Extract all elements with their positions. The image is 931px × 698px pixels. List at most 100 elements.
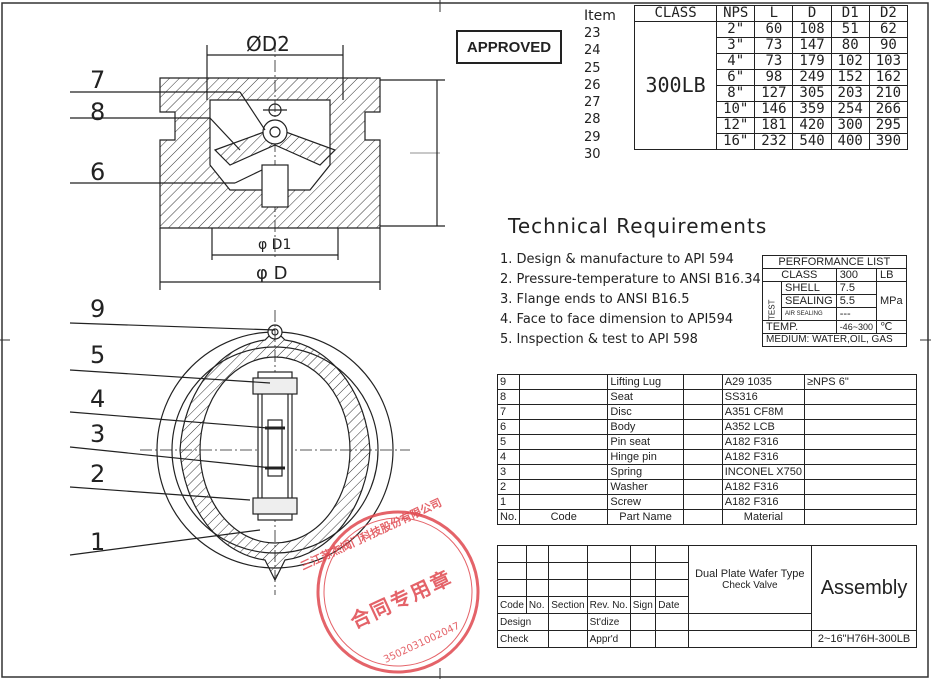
dim-cell: 108	[792, 21, 832, 38]
parts-cell: Washer	[607, 479, 684, 495]
perf-temp-value: -46~300	[835, 320, 877, 334]
parts-cell: Spring	[607, 464, 684, 480]
dim-cell: 98	[754, 69, 794, 86]
dim-cell: 152	[830, 69, 870, 86]
item-number: 30	[584, 147, 601, 163]
perf-shell-label: SHELL	[781, 281, 837, 295]
balloon-label-5: 5	[90, 341, 106, 369]
parts-cell: A29 1035	[721, 374, 805, 390]
dim-cell: 420	[792, 117, 832, 134]
parts-cell: 4	[496, 449, 521, 465]
parts-cell: INCONEL X750	[721, 464, 805, 480]
balloon-label-2: 2	[90, 460, 106, 488]
parts-cell	[803, 494, 918, 510]
parts-cell	[803, 434, 918, 450]
balloon-label-4: 4	[90, 385, 106, 413]
parts-cell: A182 F316	[721, 479, 805, 495]
balloon-label-7: 7	[90, 66, 106, 94]
item-number: 26	[584, 77, 601, 93]
dim-cell: 80	[830, 37, 870, 54]
tb-rev-no: Rev. No.	[586, 596, 631, 614]
perf-title: PERFORMANCE LIST	[762, 255, 907, 269]
dim-cell: 73	[754, 53, 794, 70]
tb-code: Code	[497, 596, 527, 614]
dim-cell: 146	[754, 101, 794, 118]
parts-cell: Hinge pin	[607, 449, 684, 465]
section-view-top	[70, 40, 445, 290]
dim-cell: 2"	[716, 21, 756, 38]
parts-cell	[682, 449, 723, 465]
tb-stdize: St'dize	[586, 613, 631, 631]
perf-medium: MEDIUM: WATER,OIL, GAS	[762, 333, 907, 347]
parts-cell	[682, 479, 723, 495]
parts-cell: A182 F316	[721, 434, 805, 450]
parts-cell: Screw	[607, 494, 684, 510]
parts-cell: Seat	[607, 389, 684, 405]
dim-header-cell: NPS	[716, 5, 756, 22]
dim-cell: 3"	[716, 37, 756, 54]
parts-cell: A351 CF8M	[721, 404, 805, 420]
parts-header-cell: Material	[721, 509, 805, 525]
perf-class-value: 300	[835, 268, 877, 282]
parts-cell	[519, 389, 609, 405]
drawing-sheet: { "stamp_approved": "APPROVED", "views":…	[0, 0, 931, 679]
dim-cell: 51	[830, 21, 870, 38]
parts-cell	[682, 404, 723, 420]
parts-cell: 1	[496, 494, 521, 510]
tech-requirement-item: 3. Flange ends to ANSI B16.5	[500, 292, 690, 307]
dim-header-cell: D	[792, 5, 832, 22]
perf-sealing-label: SEALING	[781, 294, 837, 308]
dim-cell: 266	[868, 101, 909, 118]
parts-cell: SS316	[721, 389, 805, 405]
dim-cell: 162	[868, 69, 909, 86]
item-number: 24	[584, 43, 601, 59]
dim-cell: 10"	[716, 101, 756, 118]
approved-stamp-text: APPROVED	[466, 38, 552, 56]
parts-row: 1 Screw A182 F316	[496, 494, 918, 510]
parts-cell	[682, 389, 723, 405]
parts-cell: ≥NPS 6"	[803, 374, 918, 390]
title-block: Dual Plate Wafer Type Check Valve Assemb…	[496, 545, 917, 648]
perf-air-label: AIR SEALING	[781, 307, 837, 321]
perf-sealing-value: 5.5	[835, 294, 877, 308]
dim-cell: 400	[830, 133, 870, 150]
balloon-label-6: 6	[90, 158, 106, 186]
parts-cell: 8	[496, 389, 521, 405]
parts-cell	[803, 404, 918, 420]
parts-row: 8 Seat SS316	[496, 389, 918, 405]
parts-cell: A352 LCB	[721, 419, 805, 435]
dim-cell: 4"	[716, 53, 756, 70]
tech-requirement-item: 5. Inspection & test to API 598	[500, 332, 698, 347]
approved-stamp: APPROVED	[456, 30, 562, 64]
parts-cell: A182 F316	[721, 494, 805, 510]
tech-requirement-item: 4. Face to face dimension to API594	[500, 312, 734, 327]
dim-cell: 232	[754, 133, 794, 150]
parts-cell	[803, 419, 918, 435]
perf-class-label: CLASS	[762, 268, 837, 282]
parts-cell	[519, 464, 609, 480]
dim-cell: 359	[792, 101, 832, 118]
tb-sign: Sign	[629, 596, 657, 614]
parts-header-cell: Part Name	[607, 509, 684, 525]
tb-no: No.	[525, 596, 550, 614]
dim-cell: 390	[868, 133, 909, 150]
dim-cell: 295	[868, 117, 909, 134]
dim-cell: 127	[754, 85, 794, 102]
parts-header-cell	[682, 509, 723, 525]
parts-header-cell: Code	[519, 509, 609, 525]
parts-cell	[682, 464, 723, 480]
